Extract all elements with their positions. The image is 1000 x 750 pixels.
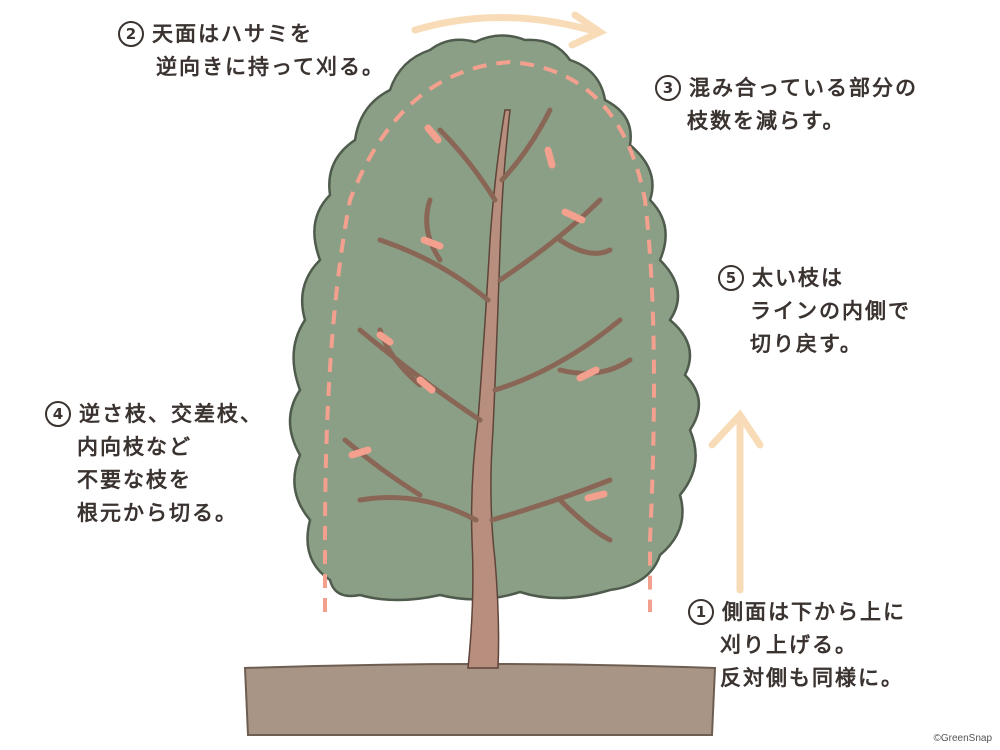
top-arrow-head [568, 11, 608, 49]
top-arrow [411, 14, 594, 34]
cut-marks [348, 124, 608, 502]
number-badge: 2 [118, 21, 144, 47]
side-arrow-head [708, 409, 764, 449]
number-badge: 4 [45, 401, 71, 427]
trunk-and-branches [467, 109, 511, 669]
number-badge: 1 [688, 599, 714, 625]
trim-guide-line [323, 59, 656, 612]
number-badge: 5 [718, 265, 744, 291]
soil [243, 663, 717, 736]
copyright: ©GreenSnap [933, 733, 992, 744]
number-badge: 3 [655, 75, 681, 101]
